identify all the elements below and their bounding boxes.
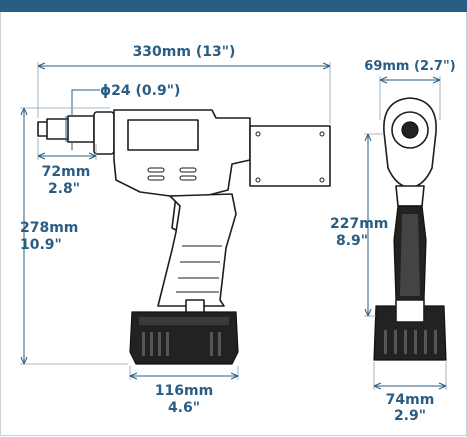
tool-label-panel bbox=[127, 119, 199, 151]
label-battery-depth-mm: 74mm bbox=[386, 392, 435, 408]
label-nose-length-mm: 72mm bbox=[42, 164, 91, 180]
label-overall-length: 330mm (13") bbox=[133, 44, 236, 60]
dim-nose-diameter bbox=[65, 89, 100, 150]
cylinder-screw-1 bbox=[255, 131, 261, 137]
header-bar bbox=[0, 0, 467, 12]
tool-side-view bbox=[37, 109, 331, 365]
label-nose-diameter: ϕ24 (0.9") bbox=[100, 83, 180, 99]
dim-total-height bbox=[20, 107, 128, 365]
front-battery-latch bbox=[395, 299, 425, 323]
label-nose-length-in: 2.8" bbox=[48, 181, 80, 197]
tool-front-cap bbox=[93, 111, 115, 155]
tool-rear-cylinder bbox=[249, 125, 331, 187]
tool-handle bbox=[157, 193, 237, 307]
front-handle-highlight bbox=[400, 214, 420, 296]
label-handle-height-in: 8.9" bbox=[336, 233, 368, 249]
cylinder-screw-2 bbox=[319, 131, 325, 137]
cylinder-screw-3 bbox=[255, 177, 261, 183]
tool-vents bbox=[147, 167, 197, 181]
front-battery-ribs bbox=[384, 330, 437, 354]
label-battery-width-in: 4.6" bbox=[168, 400, 200, 416]
label-battery-width-mm: 116mm bbox=[155, 383, 213, 399]
tool-front-view bbox=[373, 97, 447, 361]
label-handle-height-mm: 227mm bbox=[330, 216, 388, 232]
dim-overall-length bbox=[37, 62, 331, 124]
tool-nose-collar bbox=[67, 115, 95, 143]
tool-grip-ridges bbox=[176, 245, 222, 293]
front-neck bbox=[395, 185, 425, 207]
label-total-height-in: 10.9" bbox=[20, 237, 62, 253]
label-battery-depth-in: 2.9" bbox=[394, 408, 426, 424]
battery-top-panel bbox=[137, 315, 231, 327]
label-side-width: 69mm (2.7") bbox=[364, 59, 455, 74]
dim-handle-height bbox=[364, 133, 384, 317]
dim-battery-depth bbox=[373, 362, 447, 390]
dim-side-width bbox=[379, 76, 441, 120]
battery-ribs bbox=[142, 332, 221, 356]
cylinder-screw-4 bbox=[319, 177, 325, 183]
label-total-height-mm: 278mm bbox=[20, 220, 78, 236]
front-nose-inner bbox=[401, 121, 419, 139]
dim-battery-width bbox=[129, 366, 239, 380]
dim-nose-length bbox=[37, 138, 97, 160]
